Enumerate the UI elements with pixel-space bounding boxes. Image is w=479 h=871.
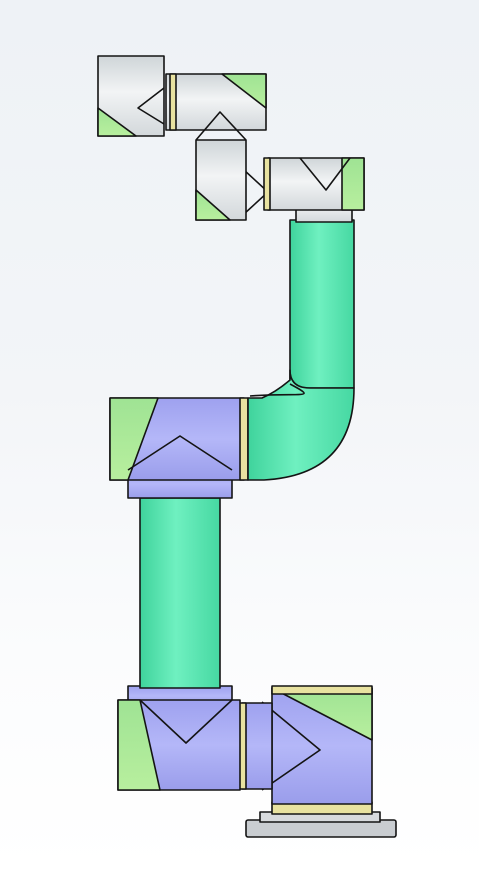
elbow-joint xyxy=(109,397,249,499)
base-flange xyxy=(245,801,397,838)
wrist-1-joint xyxy=(165,73,267,221)
wrist-3-joint xyxy=(97,55,165,137)
lower-arm-link xyxy=(139,497,221,689)
upper-arm-link xyxy=(247,219,355,481)
wrist-2-joint xyxy=(243,157,365,223)
shoulder-joint xyxy=(117,685,273,791)
base-joint xyxy=(261,685,373,805)
